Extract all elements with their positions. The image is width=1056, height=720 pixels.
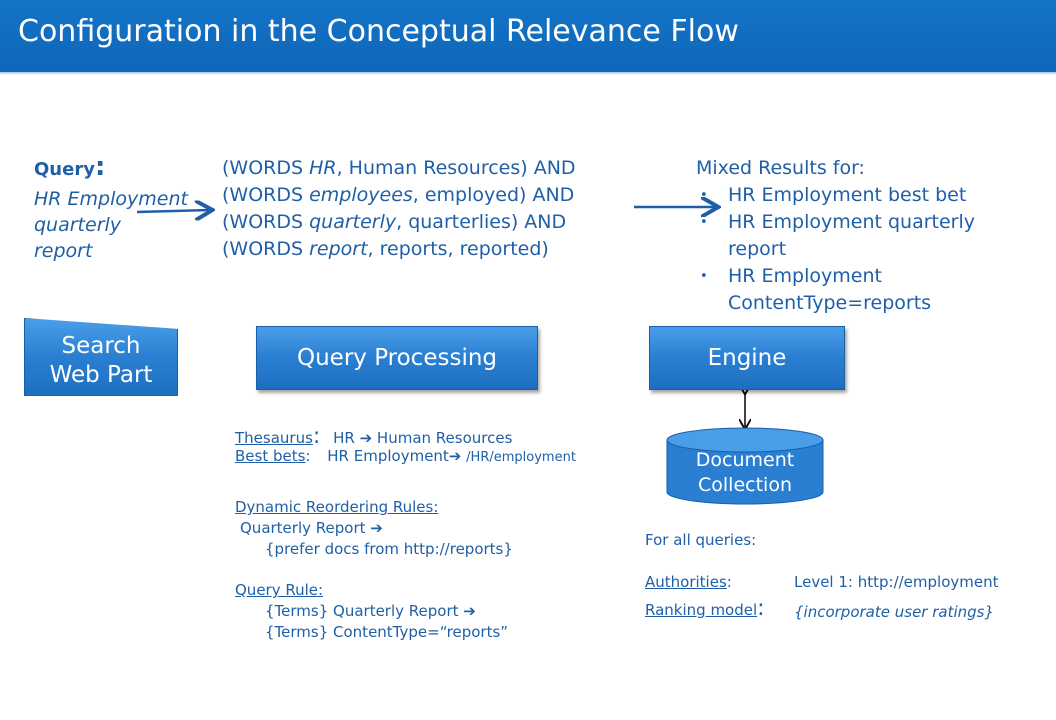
arrow-query-to-expansion [136,210,210,212]
engine-box: Engine [649,326,845,390]
dynamic-reordering-label: Dynamic Reordering Rules: [235,498,439,516]
best-bets-value: HR Employment➔ [327,447,462,465]
query-processing-box: Query Processing [256,326,538,390]
result-item: HR Employment best bet [696,182,975,209]
authorities-value: Level 1: http://employment [794,573,999,591]
authorities-label: Authorities [645,573,727,591]
query-rule-label: Query Rule: [235,581,324,599]
document-collection-cylinder [666,427,824,505]
best-bets-note: Best bets: HR Employment➔ /HR/employment [235,447,576,465]
ranking-model-label: Ranking model [645,601,758,619]
thesaurus-note: Thesaurus: HR ➔ Human Resources [235,424,513,449]
best-bets-url: /HR/employment [466,450,576,465]
mixed-results: Mixed Results for: HR Employment best be… [696,155,975,317]
ranking-model-value: {incorporate user ratings} [794,603,995,621]
thesaurus-value: HR ➔ Human Resources [333,429,513,447]
expansion-line: (WORDS report, reports, reported) [222,238,549,260]
results-heading: Mixed Results for: [696,157,865,179]
expansion-line: (WORDS quarterly, quarterlies) AND [222,211,567,233]
query-colon: : [94,152,106,182]
query-line: report [34,240,93,262]
query-expansion: (WORDS HR, Human Resources) AND (WORDS e… [222,155,576,263]
best-bets-label: Best bets [235,447,306,465]
thesaurus-label: Thesaurus [235,429,313,447]
query-line: HR Employment [34,188,188,210]
search-web-part-box: Search Web Part [24,318,178,396]
dynamic-reordering-note: Dynamic Reordering Rules: Quarterly Repo… [235,498,513,558]
title-banner: Configuration in the Conceptual Relevanc… [0,0,1056,75]
page-title: Configuration in the Conceptual Relevanc… [18,14,739,49]
query-label: Query [34,159,95,180]
ranking-model-note: Ranking model: [645,596,765,621]
query-rule-note: Query Rule: {Terms} Quarterly Report ➔ {… [235,581,509,641]
authorities-note: Authorities: [645,573,732,591]
query-line: quarterly [34,214,122,236]
query-label-group: Query: [34,152,105,182]
query-text: HR Employment quarterly report [34,186,188,264]
expansion-line: (WORDS HR, Human Resources) AND [222,157,576,179]
document-collection-label: Document Collection [695,449,795,496]
for-all-queries: For all queries: [645,531,757,549]
expansion-line: (WORDS employees, employed) AND [222,184,575,206]
